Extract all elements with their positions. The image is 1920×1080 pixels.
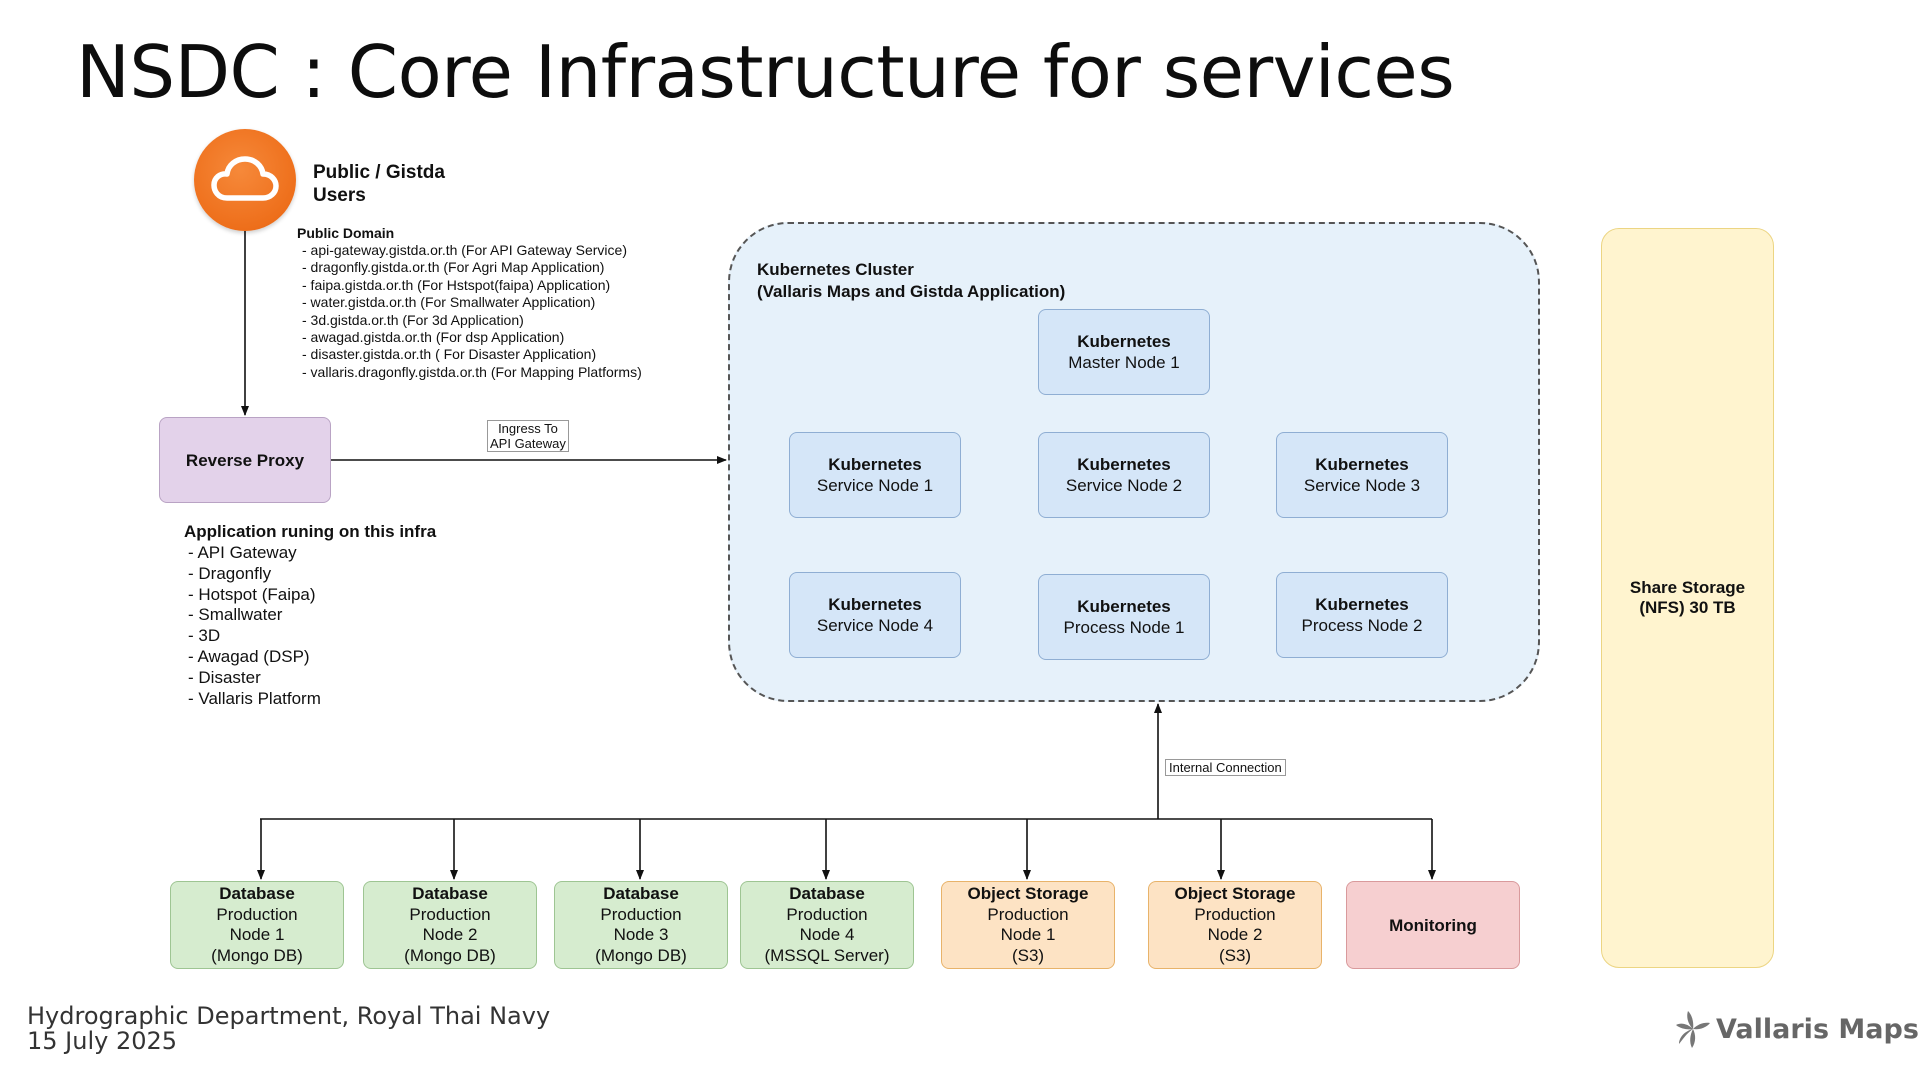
footer-organization: Hydrographic Department, Royal Thai Navy: [27, 1002, 551, 1030]
share-storage-box: Share Storage (NFS) 30 TB: [1601, 228, 1774, 968]
list-item: - disaster.gistda.or.th ( For Disaster A…: [302, 346, 597, 363]
vallaris-logo-icon: [1676, 1011, 1710, 1048]
list-item: - API Gateway: [188, 543, 297, 562]
list-item: - Dragonfly: [188, 563, 272, 583]
footer: Hydrographic Department, Royal Thai Navy…: [27, 1004, 550, 1054]
list-item: - dragonfly.gistda.or.th (For Agri Map A…: [302, 259, 605, 276]
list-item: - 3d.gistda.or.th (For 3d Application): [302, 311, 524, 328]
reverse-proxy-box: Reverse Proxy: [159, 417, 331, 503]
cloud-icon: [211, 156, 279, 201]
applications-list: - API Gateway - Dragonfly - Hotspot (Fai…: [188, 543, 321, 709]
list-item: - Vallaris Platform: [188, 688, 321, 708]
list-item: - Smallwater: [188, 605, 283, 625]
public-domain-title: Public Domain: [297, 225, 395, 241]
list-item: - vallaris.dragonfly.gistda.or.th (For M…: [302, 363, 642, 380]
list-item: - 3D: [188, 626, 221, 646]
users-label: Public / Gistda Users: [313, 162, 445, 206]
list-item: - faipa.gistda.or.th (For Hstspot(faipa)…: [302, 276, 611, 293]
list-item: - Awagad (DSP): [188, 646, 310, 666]
page-title: NSDC : Core Infrastructure for services: [76, 30, 1455, 114]
vallaris-logo: Vallaris Maps: [1674, 1008, 1919, 1050]
list-item: - awagad.gistda.or.th (For dsp Applicati…: [302, 329, 565, 346]
list-item: - water.gistda.or.th (For Smallwater App…: [302, 294, 596, 311]
ingress-label: Ingress To API Gateway: [487, 420, 569, 452]
footer-date: 15 July 2025: [27, 1027, 178, 1055]
list-item: - Hotspot (Faipa): [188, 584, 316, 604]
cluster-title: Kubernetes Cluster (Vallaris Maps and Gi…: [757, 260, 1066, 301]
users-circle: [194, 129, 296, 231]
list-item: - Disaster: [188, 667, 261, 687]
monitoring-box: Monitoring: [1346, 881, 1520, 969]
public-domain-list: - api-gateway.gistda.or.th (For API Gate…: [302, 242, 642, 381]
internal-connection-label: Internal Connection: [1165, 759, 1286, 776]
list-item: - api-gateway.gistda.or.th (For API Gate…: [302, 242, 627, 258]
logo-text: Vallaris Maps: [1716, 1013, 1919, 1045]
applications-title: Application runing on this infra: [184, 522, 437, 541]
